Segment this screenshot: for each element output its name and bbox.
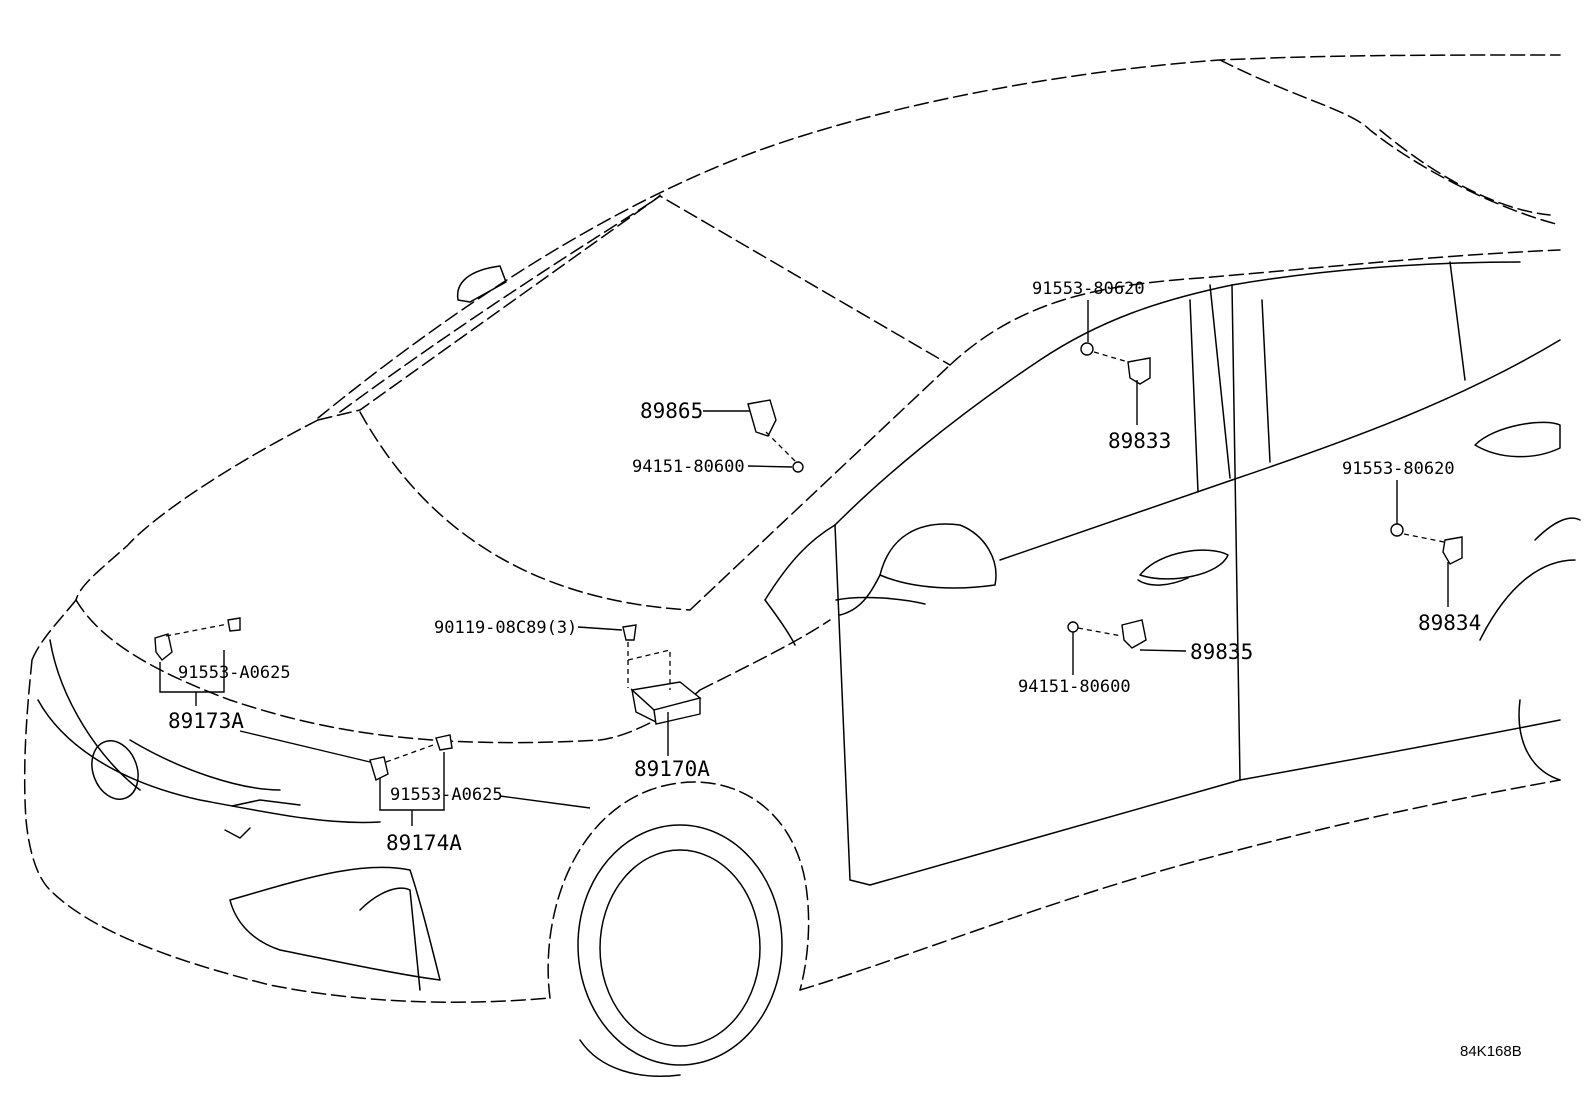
bolt-91553-80620-upper — [1080, 342, 1094, 356]
sensor-89833 — [1127, 357, 1151, 385]
label-89835: 89835 — [1190, 640, 1253, 664]
bolt-91553-A0625-upper — [227, 617, 241, 632]
label-94151-80600-upper: 94151-80600 — [632, 457, 745, 477]
label-94151-80600-lower: 94151-80600 — [1018, 677, 1131, 697]
bolt-91553-80620-lower — [1390, 523, 1404, 537]
label-91553-80620-upper: 91553-80620 — [1032, 279, 1145, 299]
bolt-91553-A0625-lower — [435, 734, 453, 751]
sensor-89835 — [1121, 619, 1147, 649]
leader-lines — [159, 300, 1449, 826]
label-89174A: 89174A — [386, 831, 462, 855]
bolt-90119 — [622, 624, 637, 641]
sensor-89174A — [369, 756, 389, 781]
label-90119-08C89: 90119-08C89(3) — [434, 618, 577, 638]
label-91553-A0625-upper: 91553-A0625 — [178, 663, 291, 683]
sensor-89173A — [154, 633, 173, 661]
label-89173A: 89173A — [168, 709, 244, 733]
nut-94151-80600-lower — [1067, 621, 1079, 633]
label-89170A: 89170A — [634, 757, 710, 781]
label-91553-80620-lower: 91553-80620 — [1342, 459, 1455, 479]
label-89834: 89834 — [1418, 611, 1481, 635]
callout-labels: 91553-80620 89865 94151-80600 89833 9155… — [168, 279, 1522, 1060]
diagram-reference-code: 84K168B — [1460, 1043, 1522, 1060]
sensor-parts — [154, 342, 1463, 781]
label-89865: 89865 — [640, 399, 703, 423]
sensor-89865 — [747, 399, 777, 437]
sensor-89834 — [1442, 536, 1463, 565]
label-91553-A0625-lower: 91553-A0625 — [390, 785, 503, 805]
vehicle-outline — [23, 54, 1581, 1077]
label-89833: 89833 — [1108, 429, 1171, 453]
nut-94151-80600-upper — [792, 461, 804, 473]
